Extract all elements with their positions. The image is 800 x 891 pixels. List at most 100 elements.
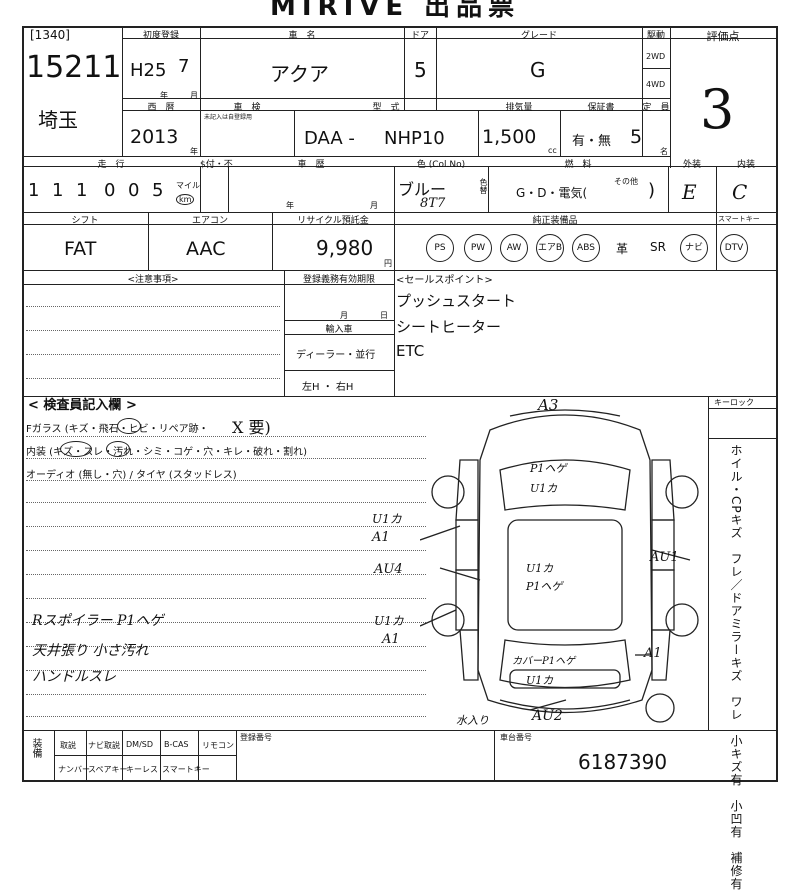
damage-label: AU2 [532,708,563,724]
grade-header: グレード [520,31,557,41]
score-header: 評価点 [706,30,740,43]
warranty-header: 保証書 [587,103,615,113]
aircon-header: エアコン [191,216,228,226]
mileage-digit: 1 [52,180,64,201]
damage-label: カバーP1ヘゲ [512,656,576,667]
color-value: ブルー [398,180,447,199]
equipment-aw: AW [500,234,528,262]
damage-label: AU1 [650,550,679,565]
registry-header: 登録義務有効期限 [302,275,375,285]
first-reg-era: H25 [130,60,167,81]
equip-header: 装備 [30,738,41,758]
inspector-header: < 検査員記入欄 > [28,398,137,413]
doors-header: ドア [410,31,429,41]
score-value: 3 [700,78,735,141]
fuel-other: その他 [614,177,638,186]
first-reg-header: 初度登録 [142,31,179,41]
car-diagram [420,409,699,723]
chassis-number: 6187390 [578,750,668,774]
displacement-header: 排気量 [505,103,533,113]
gauge-header: $付・不 [200,160,233,170]
doors-value: 5 [414,58,427,82]
fglass-mark: X 要) [232,418,271,437]
drive-2wd: 2WD [646,52,666,61]
capacity-unit: 名 [660,147,668,156]
damage-label: A1 [382,632,400,647]
year-unit: 年 [160,91,168,100]
mileage-digit: 1 [28,180,40,201]
equipment-ps: PS [426,234,454,262]
footer-item: B-CAS [164,740,189,749]
mileage-digit: 0 [104,180,116,201]
model-year-unit: 年 [190,147,198,156]
import-value: ディーラー・並行 [296,350,376,361]
history-header: 車 歴 [297,160,325,170]
history-month: 月 [370,201,378,210]
mileage-header: 走 行 [97,160,125,170]
exterior-value: E [682,180,697,204]
fuel-header: 燃 料 [564,160,592,170]
side-remarks: ホイル・CPキズ フレ／ドアミラーキズ ワレ 小キズ有 小凹有 補修有 [729,444,743,891]
equipment-pw: PW [464,234,492,262]
damage-label: AU4 [374,562,403,577]
fuel-value: G・D・電気( [516,186,588,200]
damage-label: P1ヘゲ [530,462,567,475]
color-header: 色 (Col.No) [416,160,466,170]
damage-label: U1カ [374,614,404,628]
capacity-header: 定 員 [642,103,670,113]
shift-header: シフト [71,216,99,226]
keylock-header: キーロック [714,398,754,407]
sales-line: ETC [396,342,425,360]
damage-label: A3 [538,396,559,414]
capacity-value: 5 [630,126,643,148]
car-name-header: 車 名 [288,31,316,41]
damage-label: A1 [372,530,390,545]
recycle-header: リサイクル預託金 [297,216,369,226]
hand-note: 天井張り 小さ汚れ [32,643,149,659]
notes-header: <注意事項> [127,275,179,285]
sales-header: <セールスポイント> [396,275,493,286]
smart-key-header: スマートキー [718,215,760,223]
footer-item: 取説 [60,741,76,750]
mileage-digit: 5 [152,180,164,201]
damage-label: A1 [644,646,662,661]
equipment-navi: ナビ [680,234,708,262]
mileage-unit-mile: マイル [176,181,200,190]
document-title: MIRIVE 出品票 [270,0,521,22]
car-name: アクア [270,62,329,86]
audio-line: オーディオ (無し・穴) / タイヤ (スタッドレス) [26,470,237,481]
history-year: 年 [286,201,294,210]
aircon-value: AAC [186,238,226,260]
region: 埼玉 [38,108,78,132]
hand-note: ハンドルスレ [32,669,116,685]
first-reg-month: 7 [178,56,190,77]
recycle-unit: 円 [384,259,392,268]
fuel-close: ) [648,180,656,201]
reg-number-header: 登録番号 [240,733,272,742]
chassis-header: 車台番号 [500,733,532,742]
color-code: 8T7 [420,196,446,211]
lot-number: 15211 [26,50,122,85]
model-value: NHP10 [384,128,445,149]
model-year-header: 西 暦 [147,103,175,113]
shift-value: FAT [64,238,97,260]
equipment-airbag: エアB [536,234,564,262]
footer-item: ナビ取説 [88,741,120,750]
damage-label: U1カ [530,482,558,495]
footer-item: ナンバー [58,765,90,774]
interior-line: 内装 (キズ・スレ・汚れ・シミ・コゲ・穴・キレ・破れ・割れ) [26,447,307,458]
import-header: 輸入車 [325,325,353,335]
damage-label: U1カ [526,562,554,575]
interior-header: 内装 [736,160,755,170]
warranty-value: 有・無 [572,134,612,149]
equipment-header: 純正装備品 [532,216,578,226]
sales-line: シートヒーター [396,318,502,336]
mileage-digit: 1 [76,180,88,201]
displacement-unit: cc [548,146,557,155]
interior-circle [106,441,130,457]
interior-circle [60,441,92,457]
mileage-unit-km: km [176,194,195,205]
inspection-note: 未記入は自登録用 [204,114,253,121]
interior-value: C [732,180,748,204]
model-header: 型 式 [372,103,400,113]
